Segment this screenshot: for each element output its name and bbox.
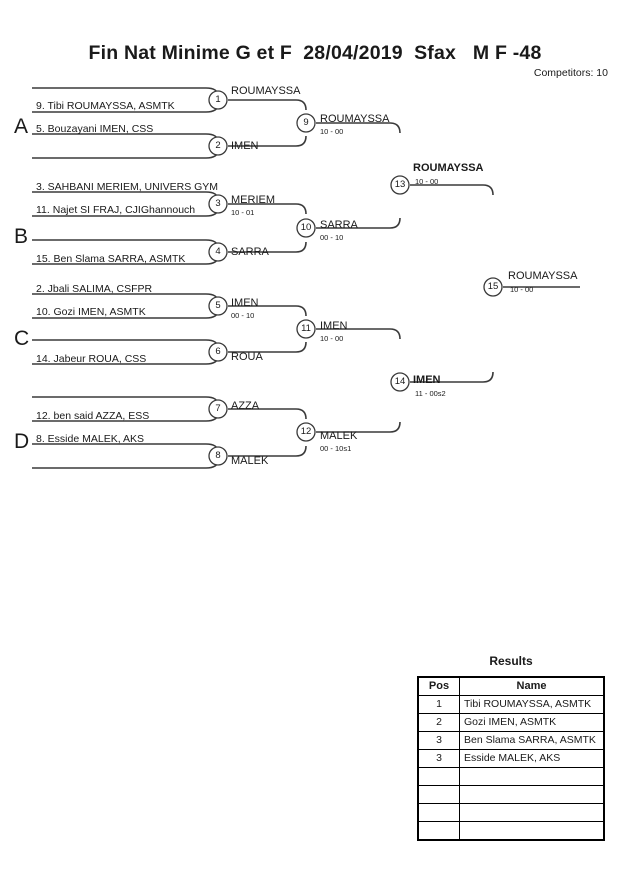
match-winner: AZZA [231, 400, 260, 412]
entrant-label: 2. Jbali SALIMA, CSFPR [36, 283, 153, 295]
match-score: 10 - 00 [320, 127, 344, 136]
table-row[interactable] [417, 785, 605, 804]
results-title: Results [489, 654, 533, 668]
match-number[interactable]: 10 [300, 222, 312, 233]
group-label-a: A [14, 115, 29, 138]
match-winner: SARRA [231, 246, 269, 258]
table-row[interactable] [417, 767, 605, 786]
table-row[interactable] [417, 803, 605, 822]
match-winner: ROUMAYSSA [320, 113, 390, 125]
result-pos [417, 767, 460, 786]
results-header-row: Pos Name [417, 676, 605, 696]
match-winner: IMEN [231, 140, 259, 152]
group-label-d: D [14, 430, 30, 453]
group-label-b: B [14, 225, 29, 248]
match-number[interactable]: 15 [487, 281, 499, 292]
entrant-label: 14. Jabeur ROUA, CSS [36, 353, 147, 365]
result-name [459, 785, 605, 804]
entrant-label: 8. Esside MALEK, AKS [36, 433, 144, 445]
match-score: 00 - 10 [231, 311, 255, 320]
result-name: Esside MALEK, AKS [459, 749, 605, 768]
match-winner: MALEK [320, 430, 358, 442]
table-row[interactable] [417, 821, 605, 841]
match-number[interactable]: 14 [394, 376, 406, 387]
match-number[interactable]: 7 [215, 403, 221, 414]
match-winner: IMEN [231, 297, 259, 309]
match-winner: ROUMAYSSA [508, 270, 578, 282]
match-number[interactable]: 2 [215, 140, 221, 151]
result-name [459, 803, 605, 822]
result-name: Tibi ROUMAYSSA, ASMTK [459, 695, 605, 714]
table-row[interactable]: 3 Esside MALEK, AKS [417, 749, 605, 768]
result-name [459, 767, 605, 786]
match-score: 10 - 00 [320, 334, 344, 343]
match-number[interactable]: 4 [215, 246, 221, 257]
match-winner: ROUMAYSSA [413, 162, 484, 174]
match-score: 10 - 00 [510, 285, 534, 294]
match-score: 00 - 10 [320, 233, 344, 242]
result-pos [417, 821, 460, 841]
result-pos: 1 [417, 695, 460, 714]
table-row[interactable]: 1 Tibi ROUMAYSSA, ASMTK [417, 695, 605, 714]
match-number[interactable]: 1 [215, 94, 221, 105]
table-row[interactable]: 3 Ben Slama SARRA, ASMTK [417, 731, 605, 750]
results-col-pos: Pos [417, 676, 460, 696]
result-name: Gozi IMEN, ASMTK [459, 713, 605, 732]
page-title: Fin Nat Minime G et F 28/04/2019 Sfax M … [88, 42, 542, 64]
match-winner: IMEN [320, 320, 348, 332]
match-winner: MERIEM [231, 194, 275, 206]
results-col-name: Name [459, 676, 605, 696]
match-winner: ROUMAYSSA [231, 85, 301, 97]
competitors-count: Competitors: 10 [533, 67, 608, 79]
result-pos: 3 [417, 731, 460, 750]
match-number[interactable]: 3 [215, 198, 221, 209]
match-winner: IMEN [413, 374, 441, 386]
group-label-c: C [14, 327, 30, 350]
result-pos: 2 [417, 713, 460, 732]
entrant-label: 10. Gozi IMEN, ASMTK [36, 306, 146, 318]
match-number[interactable]: 13 [394, 179, 406, 190]
match-number[interactable]: 9 [303, 117, 309, 128]
match-number[interactable]: 11 [301, 323, 311, 334]
match-number[interactable]: 12 [300, 426, 312, 437]
entrant-label: 3. SAHBANI MERIEM, UNIVERS GYM [36, 181, 219, 193]
match-winner: ROUA [231, 351, 263, 363]
entrant-label: 5. Bouzayani IMEN, CSS [36, 123, 154, 135]
match-score: 00 - 10s1 [320, 444, 352, 453]
match-score: 11 - 00s2 [415, 389, 446, 398]
result-name [459, 821, 605, 841]
result-pos [417, 803, 460, 822]
match-winner: SARRA [320, 219, 358, 231]
table-row[interactable]: 2 Gozi IMEN, ASMTK [417, 713, 605, 732]
entrant-label: 11. Najet SI FRAJ, CJIGhannouch [36, 204, 196, 216]
result-pos [417, 785, 460, 804]
entrant-label: 9. Tibi ROUMAYSSA, ASMTK [36, 100, 175, 112]
match-number[interactable]: 5 [215, 300, 221, 311]
results-table: Pos Name 1 Tibi ROUMAYSSA, ASMTK 2 Gozi … [417, 676, 605, 841]
match-score: 10 - 01 [231, 208, 255, 217]
entrant-label: 15. Ben Slama SARRA, ASMTK [36, 253, 186, 265]
result-name: Ben Slama SARRA, ASMTK [459, 731, 605, 750]
match-winner: MALEK [231, 455, 269, 467]
entrant-label: 12. ben said AZZA, ESS [36, 410, 150, 422]
result-pos: 3 [417, 749, 460, 768]
match-number[interactable]: 8 [215, 450, 221, 461]
match-number[interactable]: 6 [215, 346, 221, 357]
match-score: 10 - 00 [415, 177, 439, 186]
